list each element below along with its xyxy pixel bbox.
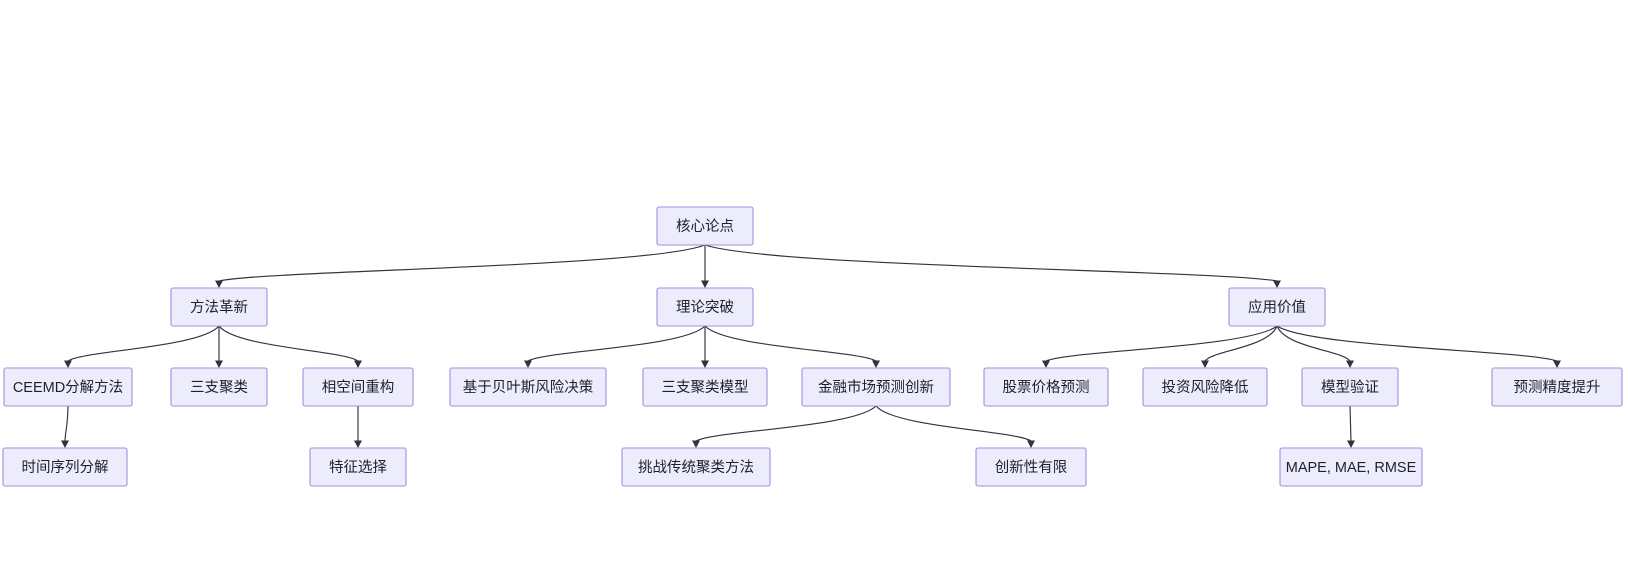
edge-arrowhead [692,440,700,448]
node-label: 应用价值 [1248,298,1306,316]
edge-arrowhead [1346,360,1354,368]
node-label: 基于贝叶斯风险决策 [463,379,594,396]
edge-l1b-to-l2f [704,325,877,362]
node-label: CEEMD分解方法 [13,379,123,396]
node-l3e[interactable]: MAPE, MAE, RMSE [1279,447,1423,487]
node-box [2,447,128,487]
edge-arrowhead [701,280,709,288]
node-box [449,367,607,407]
node-box [1491,367,1623,407]
node-l3d[interactable]: 创新性有限 [975,447,1087,487]
node-label: 三支聚类模型 [662,379,749,396]
node-l1c[interactable]: 应用价值 [1228,287,1326,327]
node-l2e[interactable]: 三支聚类模型 [642,367,768,407]
node-l2h[interactable]: 投资风险降低 [1142,367,1268,407]
edge-arrowhead [1273,280,1281,288]
node-label: MAPE, MAE, RMSE [1286,460,1417,476]
edge-arrowhead [64,360,72,368]
node-l3a[interactable]: 时间序列分解 [2,447,128,487]
edge-arrowhead [524,360,532,368]
node-label: 预测精度提升 [1514,379,1601,396]
node-box [1142,367,1268,407]
edge-l1a-to-l2a [67,325,220,362]
edge-arrowhead [354,440,362,448]
node-label: 金融市场预测创新 [818,379,934,396]
edge-root-to-l1a [218,244,706,282]
node-label: 相空间重构 [322,379,395,396]
edge-arrowhead [872,360,880,368]
edge-l1c-to-l2g [1045,325,1278,362]
node-box [621,447,771,487]
node-l2f[interactable]: 金融市场预测创新 [801,367,951,407]
node-l3b[interactable]: 特征选择 [309,447,407,487]
node-l2d[interactable]: 基于贝叶斯风险决策 [449,367,607,407]
node-l1a[interactable]: 方法革新 [170,287,268,327]
edge-l1c-to-l2i [1276,325,1351,362]
node-l2g[interactable]: 股票价格预测 [983,367,1109,407]
node-l2j[interactable]: 预测精度提升 [1491,367,1623,407]
edge-arrowhead [1042,360,1050,368]
node-label: 挑战传统聚类方法 [638,459,754,476]
edge-l2f-to-l3c [695,405,877,442]
edge-arrowhead [701,360,709,368]
node-box [656,206,754,246]
node-label: 股票价格预测 [1003,379,1090,396]
node-label: 创新性有限 [995,459,1068,476]
node-root[interactable]: 核心论点 [656,206,754,246]
node-box [975,447,1087,487]
node-l3c[interactable]: 挑战传统聚类方法 [621,447,771,487]
edge-arrowhead [1027,440,1035,448]
edge-arrowhead [215,280,223,288]
node-label: 特征选择 [329,459,387,476]
node-box [801,367,951,407]
edge-l1c-to-l2j [1276,325,1558,362]
node-box [309,447,407,487]
node-label: 时间序列分解 [22,459,109,476]
edge-arrowhead [1347,440,1355,448]
edge-root-to-l1c [704,244,1278,282]
edge-arrowhead [215,360,223,368]
node-box [170,367,268,407]
node-box [302,367,414,407]
node-label: 投资风险降低 [1162,379,1249,396]
edge-arrowhead [1553,360,1561,368]
node-box [983,367,1109,407]
edge-l2f-to-l3d [875,405,1032,442]
node-l2i[interactable]: 模型验证 [1301,367,1399,407]
edge-arrowhead [61,440,69,448]
node-box [170,287,268,327]
node-l2c[interactable]: 相空间重构 [302,367,414,407]
node-label: 核心论点 [676,218,734,235]
edge-l2i-to-l3e [1349,405,1352,442]
edge-l2a-to-l3a [64,405,69,442]
node-label: 模型验证 [1321,379,1379,396]
node-label: 三支聚类 [190,379,248,396]
node-label: 理论突破 [676,299,734,316]
edge-l1a-to-l2c [218,325,359,362]
node-l1b[interactable]: 理论突破 [656,287,754,327]
node-box [656,287,754,327]
edge-l1c-to-l2h [1204,325,1278,362]
node-label: 方法革新 [190,299,248,316]
edges-layer [61,244,1561,448]
edge-arrowhead [1201,360,1209,368]
edge-arrowhead [354,360,362,368]
node-box [1279,447,1423,487]
node-box [1228,287,1326,327]
node-box [642,367,768,407]
node-box [1301,367,1399,407]
edge-l1b-to-l2d [527,325,706,362]
node-l2a[interactable]: CEEMD分解方法 [3,367,133,407]
node-l2b[interactable]: 三支聚类 [170,367,268,407]
node-box [3,367,133,407]
